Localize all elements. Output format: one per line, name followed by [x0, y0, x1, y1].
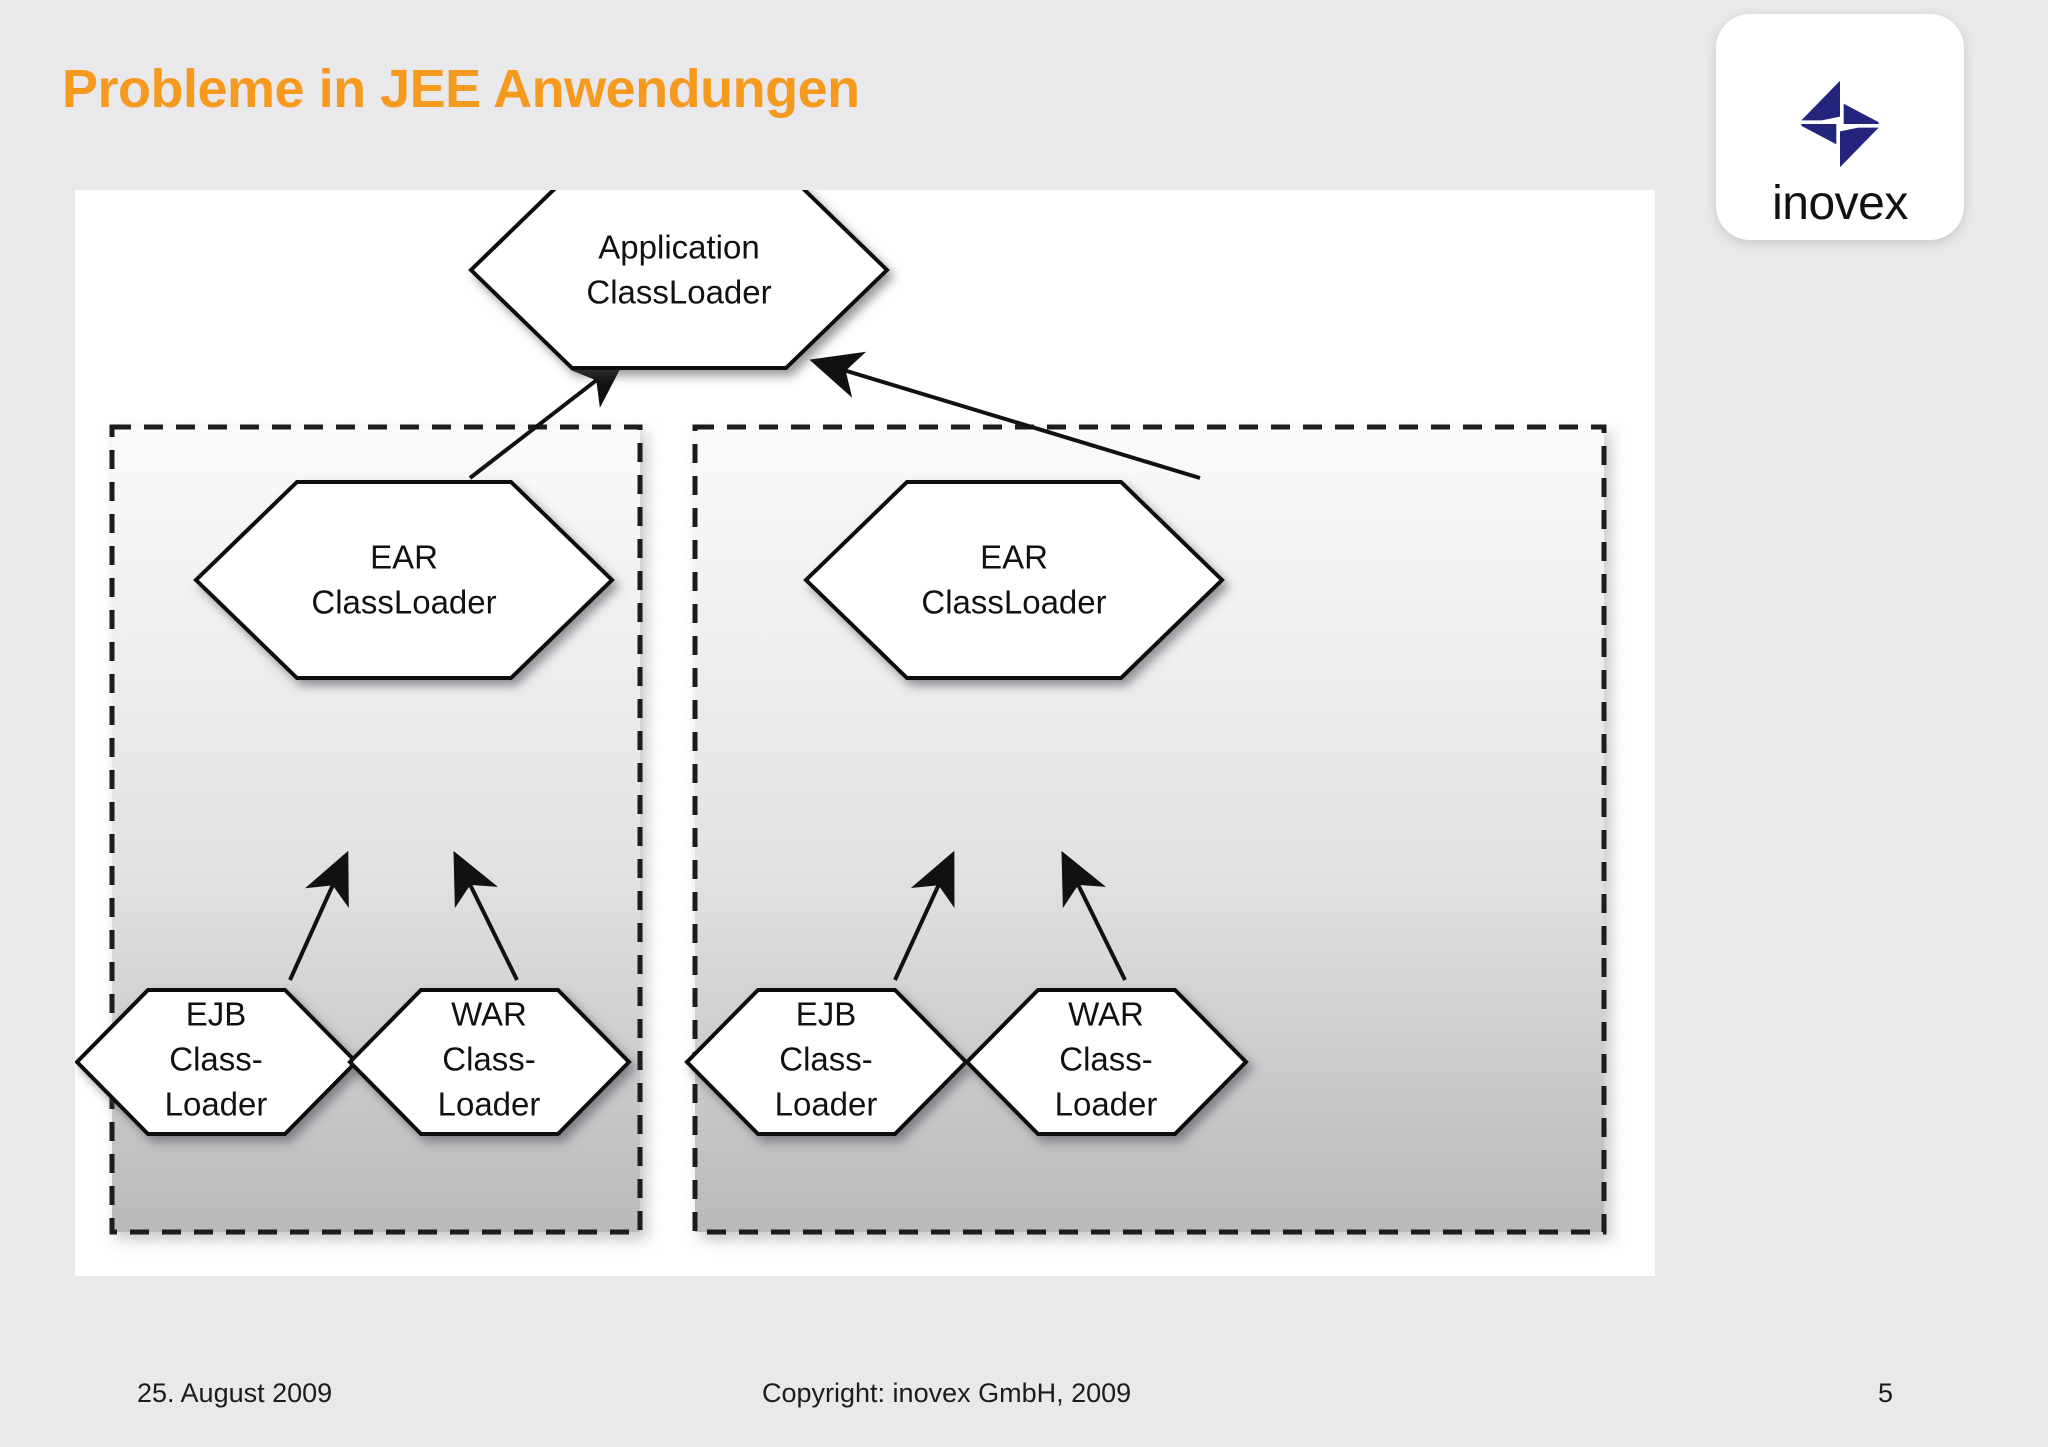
inovex-pinwheel-diamond-icon	[1801, 80, 1879, 168]
ear-classloader-left-label-line2: ClassLoader	[311, 584, 496, 621]
edge-ejb-right-to-ear-right	[893, 850, 955, 981]
footer-page-number: 5	[1878, 1378, 1894, 1408]
war-classloader-left-label-line3: Loader	[438, 1086, 541, 1123]
node-ear-classloader-right[interactable]: EAR ClassLoader	[803, 480, 1225, 680]
inovex-logo-badge: inovex	[1716, 14, 1964, 240]
ear-classloader-right-hexagon	[803, 480, 1225, 680]
footer-date: 25. August 2009	[137, 1378, 333, 1408]
war-classloader-left-label-line2: Class-	[442, 1041, 536, 1078]
edge-ear-right-to-application	[809, 351, 1201, 480]
edge-ejb-left-to-ear-left	[288, 850, 349, 981]
war-classloader-right-label-line1: WAR	[1068, 996, 1144, 1033]
war-classloader-right-label-line3: Loader	[1055, 1086, 1158, 1123]
slide-content-panel: Application ClassLoader EAR ClassLoader …	[75, 190, 1655, 1276]
ejb-classloader-right-label-line3: Loader	[775, 1086, 878, 1123]
slide-footer: 25. August 2009 Copyright: inovex GmbH, …	[0, 1378, 2048, 1418]
ejb-classloader-left-hexagon	[75, 988, 359, 1136]
node-ejb-classloader-right[interactable]: EJB Class- Loader	[684, 988, 969, 1136]
node-war-classloader-left[interactable]: WAR Class- Loader	[347, 988, 632, 1136]
ejb-classloader-right-label-line2: Class-	[779, 1041, 873, 1078]
ejb-classloader-right-hexagon	[684, 988, 969, 1136]
edge-ear-left-to-application	[468, 357, 627, 480]
inovex-wordmark: inovex	[1772, 177, 1908, 230]
node-war-classloader-right[interactable]: WAR Class- Loader	[964, 988, 1249, 1136]
ear-classloader-left-label-line1: EAR	[370, 539, 438, 576]
node-ear-classloader-left[interactable]: EAR ClassLoader	[193, 480, 615, 680]
page-title: Probleme in JEE Anwendungen	[62, 59, 860, 119]
ear-classloader-right-label-line2: ClassLoader	[921, 584, 1106, 621]
ejb-classloader-right-label-line1: EJB	[796, 996, 857, 1033]
node-application-classloader[interactable]: Application ClassLoader	[468, 190, 890, 370]
war-classloader-left-label-line1: WAR	[451, 996, 527, 1033]
application-classloader-label-line2: ClassLoader	[586, 274, 771, 311]
ear-classloader-left-hexagon	[193, 480, 615, 680]
edge-war-left-to-ear-left	[453, 850, 519, 981]
application-classloader-label-line1: Application	[598, 229, 759, 266]
node-ejb-classloader-left[interactable]: EJB Class- Loader	[75, 988, 359, 1136]
footer-copyright: Copyright: inovex GmbH, 2009	[762, 1378, 1132, 1408]
classloader-hierarchy-diagram: Application ClassLoader EAR ClassLoader …	[75, 190, 1607, 1235]
edge-war-right-to-ear-right	[1061, 850, 1127, 981]
ear-classloader-right-label-line1: EAR	[980, 539, 1048, 576]
war-classloader-right-label-line2: Class-	[1059, 1041, 1153, 1078]
ejb-classloader-left-label-line3: Loader	[165, 1086, 268, 1123]
war-classloader-right-hexagon	[964, 988, 1249, 1136]
war-classloader-left-hexagon	[347, 988, 632, 1136]
application-classloader-hexagon	[468, 190, 890, 370]
ejb-classloader-left-label-line2: Class-	[169, 1041, 263, 1078]
ejb-classloader-left-label-line1: EJB	[186, 996, 247, 1033]
